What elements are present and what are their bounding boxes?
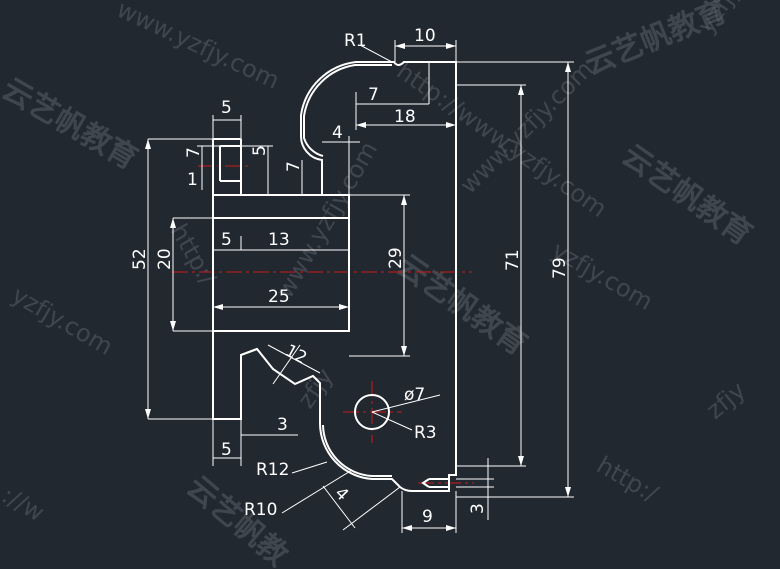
label-7-left: 7	[184, 147, 204, 158]
dim-12-line	[267, 344, 321, 374]
arrow-71-bottom	[518, 456, 524, 466]
arrow-10-right	[446, 43, 456, 49]
watermark-url-10: zfjy	[701, 376, 751, 424]
watermark-url-2: www.yzfjy.com	[112, 0, 283, 95]
hole-phi7	[354, 394, 390, 430]
arrow-29-top	[401, 195, 407, 205]
arrow-71-top	[518, 85, 524, 95]
label-9: 9	[422, 507, 433, 527]
label-7-mid: 7	[284, 161, 304, 172]
arrow-9-left	[402, 525, 412, 531]
label-r1: R1	[344, 31, 367, 51]
dimension-lines	[147, 40, 574, 533]
inner-arc-top	[303, 64, 392, 157]
arrow-52-top	[145, 139, 151, 149]
arrow-9-right	[446, 525, 456, 531]
label-29: 29	[386, 247, 406, 269]
arrow-79-bottom	[565, 487, 571, 497]
watermark-url-9: http:/	[592, 451, 663, 508]
label-13: 13	[268, 230, 290, 250]
inner-arc-bottom	[322, 424, 392, 477]
arrow-20-bottom	[170, 321, 176, 331]
label-4-lower: 4	[330, 483, 352, 505]
arrow-52-bottom	[145, 409, 151, 419]
label-r10: R10	[244, 500, 277, 520]
phi7-leader	[371, 394, 441, 413]
dim-4-lower-line	[342, 486, 401, 531]
arrow-25-left	[213, 304, 223, 310]
watermark-brand-2: 云艺帆教育	[615, 138, 758, 253]
label-18: 18	[394, 107, 416, 127]
label-10: 10	[414, 26, 436, 46]
rib-edge	[240, 348, 258, 356]
label-1: 1	[187, 170, 198, 190]
dimension-arrows	[145, 43, 571, 531]
label-5-bore: 5	[221, 230, 232, 250]
label-25: 25	[268, 287, 290, 307]
r3-leader	[371, 411, 413, 431]
watermark-brand-3: 云艺帆教育	[0, 72, 143, 177]
arrow-29-bottom	[401, 346, 407, 356]
watermark-url-6: yzfjy.com	[7, 281, 118, 361]
arrow-20-top	[170, 218, 176, 228]
r12-leader	[291, 461, 328, 474]
label-52: 52	[130, 248, 150, 270]
label-3-lower: 3	[277, 415, 288, 435]
label-79: 79	[550, 257, 570, 279]
arrow-25-right	[339, 304, 349, 310]
label-4-top: 4	[332, 123, 343, 143]
label-3-right: 3	[468, 503, 488, 514]
dim-12-ext	[272, 344, 301, 385]
label-r12: R12	[256, 460, 289, 480]
watermark-url-11: ://w	[0, 481, 49, 527]
label-phi7: ø7	[404, 385, 425, 405]
label-20: 20	[155, 248, 175, 270]
r1-leader	[359, 44, 393, 63]
label-r3: R3	[414, 423, 437, 443]
label-5-lower: 5	[221, 440, 232, 460]
arrow-10-left	[395, 43, 405, 49]
label-12: 12	[282, 341, 310, 369]
dim-4-lower-ext	[322, 485, 356, 529]
watermark-url-4: yzfjy.com	[692, 0, 779, 38]
r10-leader	[281, 469, 353, 514]
label-5-top: 5	[221, 98, 232, 118]
label-5-mid: 5	[250, 145, 270, 156]
label-7-top: 7	[368, 85, 379, 105]
arrow-18-right	[446, 122, 456, 128]
arrow-79-top	[565, 62, 571, 72]
label-71: 71	[503, 249, 523, 271]
arrow-18-left	[356, 122, 366, 128]
side-hole-tip	[421, 478, 430, 488]
